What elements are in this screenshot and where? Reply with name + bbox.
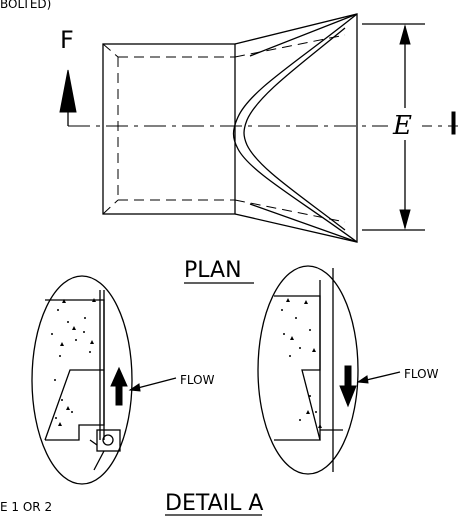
flow-label-right: FLOW (404, 367, 439, 381)
bottom-note: E 1 OR 2 (0, 500, 52, 514)
section-arrow-f (59, 69, 77, 113)
top-note: BOLTED) (0, 0, 51, 11)
flow-label-left: FLOW (180, 373, 215, 387)
detail-title: DETAIL A (165, 491, 263, 516)
detail-left-ellipse (31, 275, 133, 485)
concrete-hatch-left (51, 298, 96, 426)
concrete-hatch-right (281, 298, 322, 428)
plan-view: F E PLAN (59, 13, 458, 284)
pipe-barrel (102, 43, 236, 215)
detail-left: FLOW (31, 275, 215, 485)
flared-lip-curve (232, 13, 358, 243)
flow-arrow-down (339, 385, 357, 408)
section-label-f: F (60, 26, 74, 54)
flared-end-section (234, 13, 358, 243)
detail-right: FLOW (257, 265, 439, 475)
flow-arrow-up (110, 366, 128, 387)
bolt-circle-left (102, 434, 114, 446)
detail-right-ellipse (257, 265, 359, 475)
plan-title: PLAN (184, 258, 242, 283)
bolt-plate-left (96, 429, 121, 452)
dimension-label-e: E (392, 111, 412, 141)
clipped-section-mark (451, 111, 456, 135)
